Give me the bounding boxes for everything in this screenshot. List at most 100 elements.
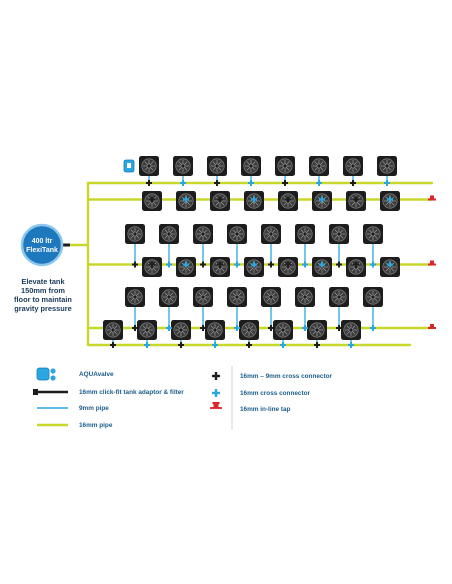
cross-connector-icon <box>268 261 274 268</box>
pot <box>136 319 158 341</box>
cross-connector-icon <box>316 180 322 186</box>
pot <box>294 286 316 308</box>
tank-note: Elevate tank 150mm from floor to maintai… <box>14 277 72 313</box>
tank-adaptor-icon <box>33 389 68 395</box>
pot <box>124 223 146 245</box>
pot <box>192 286 214 308</box>
pot <box>328 223 350 245</box>
pot <box>306 319 328 341</box>
cross-connector-icon <box>110 342 116 348</box>
cross-connector-icon <box>200 325 206 331</box>
cross-connector-icon <box>234 325 240 331</box>
tank-label-line2: FlexiTank <box>26 247 58 254</box>
pot <box>206 155 228 177</box>
cross-connector-icon <box>217 261 223 268</box>
pot <box>138 155 160 177</box>
legend-aquavalve-label: AQUAvalve <box>79 371 114 378</box>
pot <box>376 155 398 177</box>
pot <box>192 223 214 245</box>
cross-connector-icon <box>214 180 220 186</box>
pot <box>124 286 146 308</box>
cross-connector-icon <box>353 261 359 268</box>
legend-adaptor-label: 16mm click-fit tank adaptor & filter <box>79 389 184 396</box>
cross-connector-icon <box>248 180 254 186</box>
legend-tap-label: 16mm in-line tap <box>240 406 291 413</box>
tank-adaptor <box>62 243 70 247</box>
pot <box>260 286 282 308</box>
tank-note-line4: gravity pressure <box>14 304 72 313</box>
pot <box>240 155 262 177</box>
tank-note-line2: 150mm from <box>21 286 65 295</box>
cross-connector-icon <box>282 180 288 186</box>
cross-connector-icon <box>234 261 240 268</box>
pot <box>342 155 364 177</box>
cross-connector-icon <box>319 196 325 203</box>
tap-layer <box>428 195 436 329</box>
cross-connector-icon <box>302 261 308 268</box>
inline-tap-icon <box>428 195 436 201</box>
tank-note-line1: Elevate tank <box>21 277 65 286</box>
cross-connector-icon <box>285 196 291 203</box>
cross-connector-icon <box>302 325 308 331</box>
cross-connector-icon <box>285 261 291 268</box>
legend-16mm-label: 16mm pipe <box>79 422 113 429</box>
pot <box>294 223 316 245</box>
cross-connector-icon <box>370 325 376 331</box>
pot <box>272 319 294 341</box>
cross-connector-icon <box>268 325 274 331</box>
cross-connector-icon <box>183 196 189 203</box>
cross-connector-icon <box>387 196 393 203</box>
flexitank: 400 ltr FlexiTank <box>20 223 64 267</box>
aquavalve-icon <box>123 159 135 173</box>
cross-connector-icon <box>370 261 376 268</box>
cross-connector-icon <box>350 180 356 186</box>
aquavalve-icon <box>36 367 56 381</box>
cross-connector-icon <box>166 325 172 331</box>
tank-label-line1: 400 ltr <box>32 238 53 245</box>
cross-connector-icon <box>217 196 223 203</box>
pot <box>102 319 124 341</box>
cross-connector-icon <box>132 261 138 268</box>
cross-connector-icon <box>149 261 155 268</box>
pot <box>172 155 194 177</box>
pot <box>170 319 192 341</box>
pot <box>204 319 226 341</box>
cross-connector-icon <box>336 325 342 331</box>
pot <box>274 155 296 177</box>
legend: AQUAvalve 16mm click-fit tank adaptor & … <box>33 366 333 430</box>
cross-connector-icon <box>319 261 325 268</box>
legend-cross-16-label: 16mm cross connector <box>240 390 310 397</box>
cross-connector-icon <box>166 261 172 268</box>
pot <box>362 223 384 245</box>
cross-connector-icon <box>212 342 218 348</box>
cross-connector-icon <box>336 261 342 268</box>
inline-tap-icon <box>428 324 436 329</box>
cross-connector-icon <box>251 196 257 203</box>
cross-connector-icon <box>384 180 390 186</box>
cross-connector-16-9-icon <box>212 372 220 380</box>
cross-connector-icon <box>246 342 252 348</box>
cross-connector-icon <box>251 261 257 268</box>
cross-connector-icon <box>149 196 155 203</box>
pot <box>158 223 180 245</box>
connector-layer <box>62 180 393 348</box>
cross-connector-icon <box>200 261 206 268</box>
pot <box>308 155 330 177</box>
cross-connector-icon <box>132 325 138 331</box>
cross-connector-icon <box>314 342 320 348</box>
pot <box>238 319 260 341</box>
cross-connector-icon <box>348 342 354 348</box>
inline-tap-icon <box>210 402 222 409</box>
cross-connector-icon <box>178 342 184 348</box>
cross-connector-icon <box>180 180 186 186</box>
pot <box>328 286 350 308</box>
cross-connector-icon <box>146 180 152 186</box>
inline-tap-icon <box>428 260 436 266</box>
cross-connector-icon <box>353 196 359 203</box>
cross-connector-icon <box>183 261 189 268</box>
pot <box>226 286 248 308</box>
cross-connector-icon <box>387 261 393 268</box>
pot <box>260 223 282 245</box>
cross-connector-16-icon <box>212 389 220 397</box>
